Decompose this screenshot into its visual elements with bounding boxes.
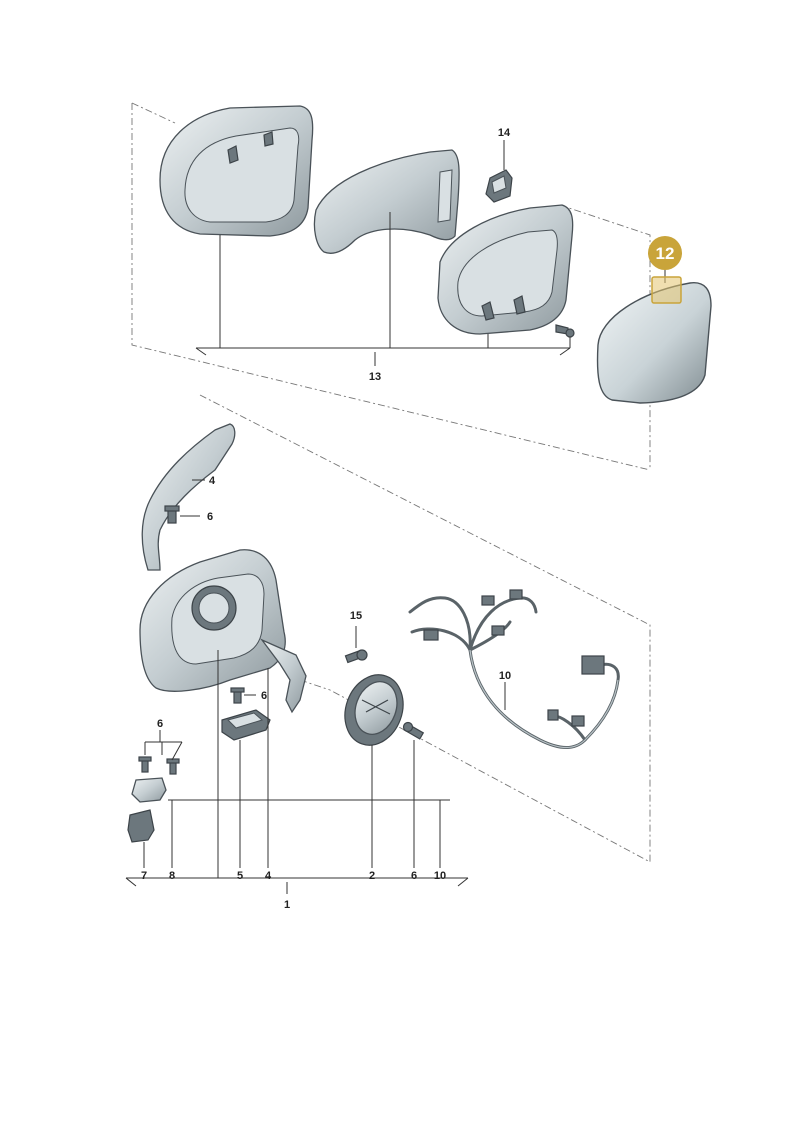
label-14: 14 [498,127,511,139]
label-bottom-7: 7 [141,870,147,882]
screw-part-6-module [230,687,245,704]
label-bottom-10: 10 [434,870,446,882]
label-6-bracket: 6 [157,718,163,730]
label-bottom-8: 8 [169,870,175,882]
label-bottom-5: 5 [237,870,243,882]
label-6-module: 6 [261,690,267,702]
bracket-part-8 [131,777,167,803]
trim-strip-part-4 [141,423,236,571]
screw-part-6-motor [402,721,425,740]
highlight-badge-12: 12 [648,236,682,304]
adjustment-motor-part-2 [344,674,404,746]
module-part-5 [221,709,271,741]
screw-part-6-upper [164,505,180,524]
mirror-glass-part-12 [596,282,712,404]
leader-lines [125,140,666,894]
part-labels: 14 13 4 6 15 6 10 6 7 8 5 4 2 6 10 1 [141,127,511,911]
mirror-cap-housing [159,105,314,237]
label-bottom-4: 4 [265,870,272,882]
screws-part-6-bracket [138,756,180,775]
clip-part-14 [485,169,513,203]
label-10: 10 [499,670,511,682]
frame-screw [555,324,575,338]
lamp-part-7 [127,809,155,843]
label-15: 15 [350,610,362,622]
wiring-harness-part-10 [408,589,620,749]
label-13: 13 [369,371,381,383]
badge-label-12: 12 [656,244,675,263]
screw-part-15 [344,649,368,664]
label-bottom-6: 6 [411,870,417,882]
label-bottom-2: 2 [369,870,375,882]
mirror-cover [313,149,460,254]
mirror-base-housing [139,549,307,714]
label-1: 1 [284,899,290,911]
mirror-frame [437,204,574,335]
label-4: 4 [209,475,216,487]
label-6-upper: 6 [207,511,213,523]
